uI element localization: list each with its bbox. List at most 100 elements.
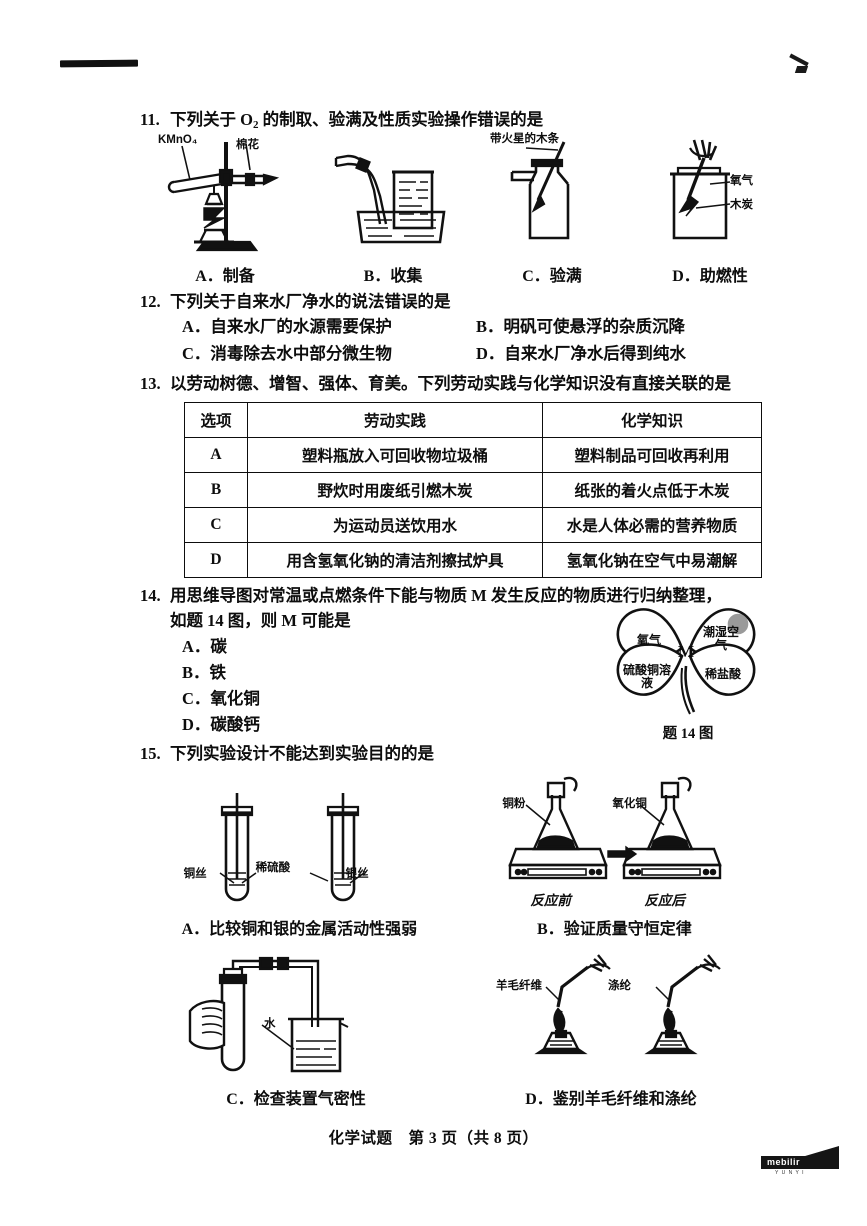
option-12-d[interactable]: D．自来水厂净水后得到纯水 <box>476 341 770 368</box>
figure-11-a-caption: A．制备 <box>195 267 255 285</box>
label-kmno4: KMnO₄ <box>158 133 198 146</box>
row-d-knowledge: 氢氧化钠在空气中易潮解 <box>542 542 762 579</box>
label-before-reaction: 反应前 <box>530 892 571 908</box>
figure-15-b: 铜粉 氧化铜 <box>500 773 728 939</box>
option-14-b-text: 铁 <box>209 663 227 682</box>
label-water: 水 <box>264 1017 276 1030</box>
question-11-figures: KMnO₄ 棉花 <box>140 133 770 286</box>
option-12-b-text: 明矾可使悬浮的杂质沉降 <box>503 317 686 337</box>
row-a-practice: 塑料瓶放入可回收物垃圾桶 <box>247 437 543 474</box>
scan-artifact-top-left <box>59 59 139 68</box>
figure-11-c-caption: C．验满 <box>522 267 582 285</box>
option-14-d[interactable]: D．碳酸钙 <box>182 712 770 738</box>
option-14-c[interactable]: C．氧化铜 <box>182 686 770 712</box>
scan-artifact-top-right <box>783 58 809 74</box>
label-copper-wire: 铜丝 <box>183 867 207 880</box>
option-14-a-label: A． <box>182 636 211 656</box>
question-13-number: 13. <box>140 373 161 393</box>
row-b-practice: 野炊时用废纸引燃木炭 <box>247 472 543 509</box>
option-12-c[interactable]: C．消毒除去水中部分微生物 <box>182 341 476 368</box>
figure-11-d-caption: D．助燃性 <box>672 267 748 285</box>
figure-11-b: B．收集 <box>332 138 454 286</box>
row-c-option: C <box>184 507 248 544</box>
option-12-a-text: 自来水厂的水源需要保护 <box>210 317 392 337</box>
option-14-a[interactable]: A．碳 <box>182 634 770 660</box>
table-row: D 用含氢氧化钠的清洁剂擦拭炉具 氢氧化钠在空气中易潮解 <box>184 542 762 579</box>
figure-11-d-drawing <box>670 139 731 239</box>
option-14-b-label: B． <box>182 663 210 682</box>
question-11-subscript: 2 <box>252 119 259 131</box>
label-cotton: 棉花 <box>236 138 259 151</box>
question-15: 15. 下列实验设计不能达到实验目的的是 铜丝 稀硫酸 银丝 <box>140 742 770 1109</box>
page-footer: 化学试题 第 3 页（共 8 页） <box>328 1130 539 1147</box>
mindmap-petal-dilute-hydrochloric-acid: 稀盐酸 <box>704 667 741 682</box>
row-b-option: B <box>184 472 248 509</box>
label-glowing-splint: 带火星的木条 <box>490 132 559 145</box>
labor-chemistry-table: 选项 劳动实践 化学知识 A 塑料瓶放入可回收物垃圾桶 塑料制品可回收再利用 B… <box>184 402 762 579</box>
question-14-stem-line1: 用思维导图对常温或点燃条件下能与物质 M 发生反应的物质进行归纳整理， <box>170 586 722 606</box>
question-list: 11. 下列关于 O2 的制取、验满及性质实验操作错误的是 KMnO₄ 棉花 <box>140 108 770 1113</box>
option-12-b-label: B． <box>476 317 504 337</box>
question-11-stem-suffix: 的制取、验满及性质实验操作错误的是 <box>258 110 544 129</box>
figure-15-a: 铜丝 稀硫酸 银丝 <box>181 792 418 939</box>
option-14-b[interactable]: B．铁 <box>182 660 770 686</box>
option-12-b[interactable]: B．明矾可使悬浮的杂质沉降 <box>476 314 770 341</box>
label-after-reaction: 反应后 <box>644 892 685 908</box>
mindmap-petal-oxygen: 氧气 <box>636 633 661 648</box>
figure-15-a-caption: A．比较铜和银的金属活动性强弱 <box>181 920 418 938</box>
question-15-figures: 铜丝 稀硫酸 银丝 <box>140 773 770 1109</box>
option-12-d-text: 自来水厂净水后得到纯水 <box>504 343 686 363</box>
figure-11-c: 带火星的木条 <box>490 133 608 286</box>
label-charcoal: 木炭 <box>730 198 753 211</box>
label-oxygen: 氧气 <box>730 174 753 187</box>
question-13-stem: 以劳动树德、增智、强体、育美。下列劳动实践与化学知识没有直接关联的是 <box>170 373 731 393</box>
figure-15-d: 羊毛纤维 涤纶 <box>496 953 722 1109</box>
question-11-stem-prefix: 下列关于 O <box>170 110 253 129</box>
question-11-number: 11. <box>140 110 160 129</box>
option-12-a[interactable]: A．自来水厂的水源需要保护 <box>182 314 476 341</box>
row-d-practice: 用含氢氧化钠的清洁剂擦拭炉具 <box>247 542 543 579</box>
label-silver-wire: 银丝 <box>345 867 369 880</box>
figure-15-b-caption: B．验证质量守恒定律 <box>537 920 692 938</box>
table-header-practice: 劳动实践 <box>247 402 543 439</box>
table-row: A 塑料瓶放入可回收物垃圾桶 塑料制品可回收再利用 <box>184 437 762 474</box>
row-c-practice: 为运动员送饮用水 <box>247 507 543 544</box>
row-c-knowledge: 水是人体必需的营养物质 <box>542 507 762 544</box>
mindmap-petal-humid-air: 潮湿空气 <box>702 625 739 653</box>
option-14-a-text: 碳 <box>210 636 227 656</box>
figure-11-a: KMnO₄ 棉花 <box>158 134 290 286</box>
mindmap-petal-copper-sulfate-solution: 硫酸铜溶液 <box>622 663 671 691</box>
question-12-options: A．自来水厂的水源需要保护 B．明矾可使悬浮的杂质沉降 C．消毒除去水中部分微生… <box>140 314 770 367</box>
question-14-mindmap: 氧气 潮湿空气 硫酸铜溶液 稀盐酸 M 题 14 图 <box>598 598 778 743</box>
option-12-c-label: C． <box>182 343 211 363</box>
question-14-stem: 用思维导图对常温或点燃条件下能与物质 M 发生反应的物质进行归纳整理， 如题 1… <box>170 584 770 634</box>
figure-11-b-caption: B．收集 <box>363 267 423 285</box>
question-14-options: A．碳 B．铁 C．氧化铜 D．碳酸钙 <box>140 634 770 738</box>
question-12-stem: 下列关于自来水厂净水的说法错误的是 <box>170 291 451 311</box>
question-14-number: 14. <box>140 586 161 606</box>
figure-15-c-drawing <box>188 956 349 1073</box>
option-14-c-label: C． <box>182 689 211 709</box>
question-12: 12. 下列关于自来水厂净水的说法错误的是 A．自来水厂的水源需要保护 B．明矾… <box>140 290 770 368</box>
table-row: B 野炊时用废纸引燃木炭 纸张的着火点低于木炭 <box>184 472 762 509</box>
question-12-number: 12. <box>140 291 161 311</box>
watermark-text: mebilir <box>767 1157 801 1167</box>
question-14: 14. 用思维导图对常温或点燃条件下能与物质 M 发生反应的物质进行归纳整理， … <box>140 584 770 742</box>
figure-15-c-caption: C．检查装置气密性 <box>226 1090 366 1108</box>
question-14-stem-line2: 如题 14 图，则 M 可能是 <box>170 611 351 631</box>
mindmap-center-label: M <box>678 642 695 662</box>
option-14-d-label: D． <box>182 715 211 735</box>
watermark-logo: mebilir Y U N Y I <box>753 1144 849 1178</box>
figure-15-b-drawing <box>508 776 723 880</box>
row-a-option: A <box>184 437 248 474</box>
mindmap-flower-drawing <box>616 608 756 715</box>
table-header-option: 选项 <box>184 402 248 439</box>
watermark-subtext: Y U N Y I <box>775 1170 805 1176</box>
option-14-d-text: 碳酸钙 <box>210 715 260 735</box>
figure-11-b-drawing <box>334 154 446 243</box>
option-14-c-text: 氧化铜 <box>210 689 260 709</box>
label-polyester: 涤纶 <box>608 979 631 992</box>
label-copper-oxide: 氧化铜 <box>612 797 647 810</box>
figure-15-c: 水 <box>188 953 404 1109</box>
